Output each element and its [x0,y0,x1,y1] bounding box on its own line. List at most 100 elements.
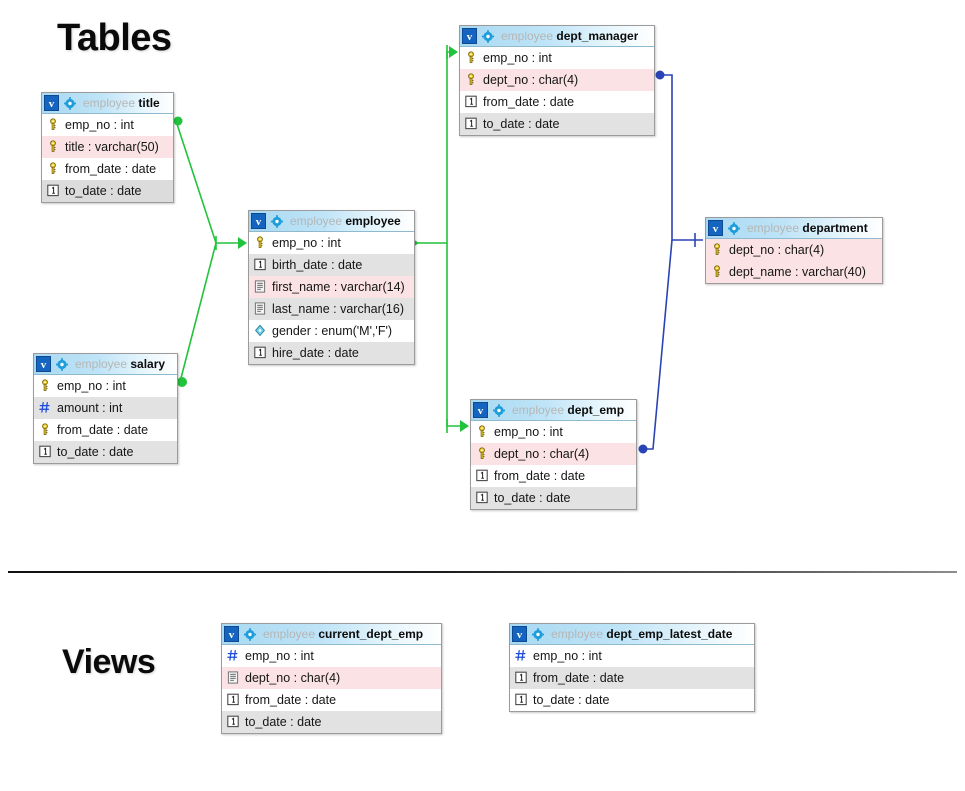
entity-name-label: current_dept_emp [318,627,424,641]
field-row[interactable]: emp_no : int [34,375,177,397]
field-row[interactable]: to_date : date [222,711,441,733]
field-row[interactable]: emp_no : int [510,645,754,667]
field-row[interactable]: emp_no : int [249,232,414,254]
field-row[interactable]: from_date : date [222,689,441,711]
entity-header-employee[interactable]: v employee employee [249,211,414,232]
entity-header-dept_emp_latest_date[interactable]: v employee dept_emp_latest_date [510,624,754,645]
field-label: from_date : date [57,422,149,437]
section-heading-tables: Tables [57,17,172,59]
field-row[interactable]: to_date : date [42,180,173,202]
edge-dept-manager-department [655,70,703,247]
date-icon [515,671,527,684]
field-row[interactable]: dept_no : char(4) [471,443,636,465]
entity-title[interactable]: v employee title emp_no : int title : varch… [41,92,174,203]
field-label: emp_no : int [245,648,314,663]
field-row[interactable]: dept_no : char(4) [222,667,441,689]
field-row[interactable]: birth_date : date [249,254,414,276]
field-label: first_name : varchar(14) [272,279,405,294]
field-label: emp_no : int [483,50,552,65]
field-row[interactable]: from_date : date [471,465,636,487]
field-label: from_date : date [65,161,157,176]
field-row[interactable]: emp_no : int [460,47,654,69]
entity-title-title: employee title [83,96,160,110]
view-badge-icon: v [224,626,239,642]
field-row[interactable]: dept_no : char(4) [706,239,882,261]
gear-icon [270,214,284,228]
field-label: to_date : date [65,183,142,198]
gear-icon [492,403,506,417]
entity-dept_emp_latest_date[interactable]: v employee dept_emp_latest_date emp_no : i… [509,623,755,712]
entity-title-department: employee department [747,221,868,235]
entity-schema-label: employee [501,29,554,43]
field-label: from_date : date [494,468,586,483]
text-icon [254,280,266,293]
field-row[interactable]: emp_no : int [42,114,173,136]
edge-title-employee [173,116,247,250]
entity-header-dept_emp[interactable]: v employee dept_emp [471,400,636,421]
view-badge-icon: v [462,28,477,44]
entity-name-label: dept_emp [567,403,625,417]
gear-icon [55,357,69,371]
field-row[interactable]: emp_no : int [471,421,636,443]
entity-schema-label: employee [512,403,565,417]
view-badge-icon: v [473,402,488,418]
entity-dept_emp[interactable]: v employee dept_emp emp_no : int dept_no : … [470,399,637,510]
number-icon [515,649,527,662]
field-row[interactable]: first_name : varchar(14) [249,276,414,298]
entity-header-title[interactable]: v employee title [42,93,173,114]
entity-title-dept_emp_latest_date: employee dept_emp_latest_date [551,627,732,641]
field-label: emp_no : int [533,648,602,663]
field-row[interactable]: to_date : date [471,487,636,509]
date-icon [227,693,239,706]
date-icon [47,184,59,197]
enum-icon [254,324,266,337]
edge-employee-dept-manager [410,45,458,249]
field-label: title : varchar(50) [65,139,159,154]
field-row[interactable]: from_date : date [460,91,654,113]
date-icon [227,715,239,728]
field-row[interactable]: dept_no : char(4) [460,69,654,91]
field-row[interactable]: from_date : date [42,158,173,180]
field-row[interactable]: last_name : varchar(16) [249,298,414,320]
field-row[interactable]: from_date : date [510,667,754,689]
key-icon [476,447,488,460]
field-row[interactable]: title : varchar(50) [42,136,173,158]
field-row[interactable]: to_date : date [34,441,177,463]
field-row[interactable]: to_date : date [460,113,654,135]
field-row[interactable]: from_date : date [34,419,177,441]
field-row[interactable]: emp_no : int [222,645,441,667]
key-icon [47,118,59,131]
view-badge-icon: v [44,95,59,111]
text-icon [254,302,266,315]
entity-title-salary: employee salary [75,357,165,371]
field-row[interactable]: amount : int [34,397,177,419]
field-row[interactable]: gender : enum('M','F') [249,320,414,342]
view-badge-icon: v [512,626,527,642]
entity-name-label: employee [345,214,401,228]
field-row[interactable]: hire_date : date [249,342,414,364]
field-label: last_name : varchar(16) [272,301,405,316]
field-label: emp_no : int [494,424,563,439]
view-badge-icon: v [251,213,266,229]
text-icon [227,671,239,684]
date-icon [39,445,51,458]
entity-name-label: title [138,96,160,110]
field-label: from_date : date [533,670,625,685]
field-row[interactable]: dept_name : varchar(40) [706,261,882,283]
field-label: dept_no : char(4) [494,446,590,461]
entity-title-employee: employee employee [290,214,401,228]
edge-employee-dept-emp [446,243,469,433]
field-label: to_date : date [57,444,134,459]
field-label: to_date : date [245,714,322,729]
number-icon [227,649,239,662]
field-row[interactable]: to_date : date [510,689,754,711]
